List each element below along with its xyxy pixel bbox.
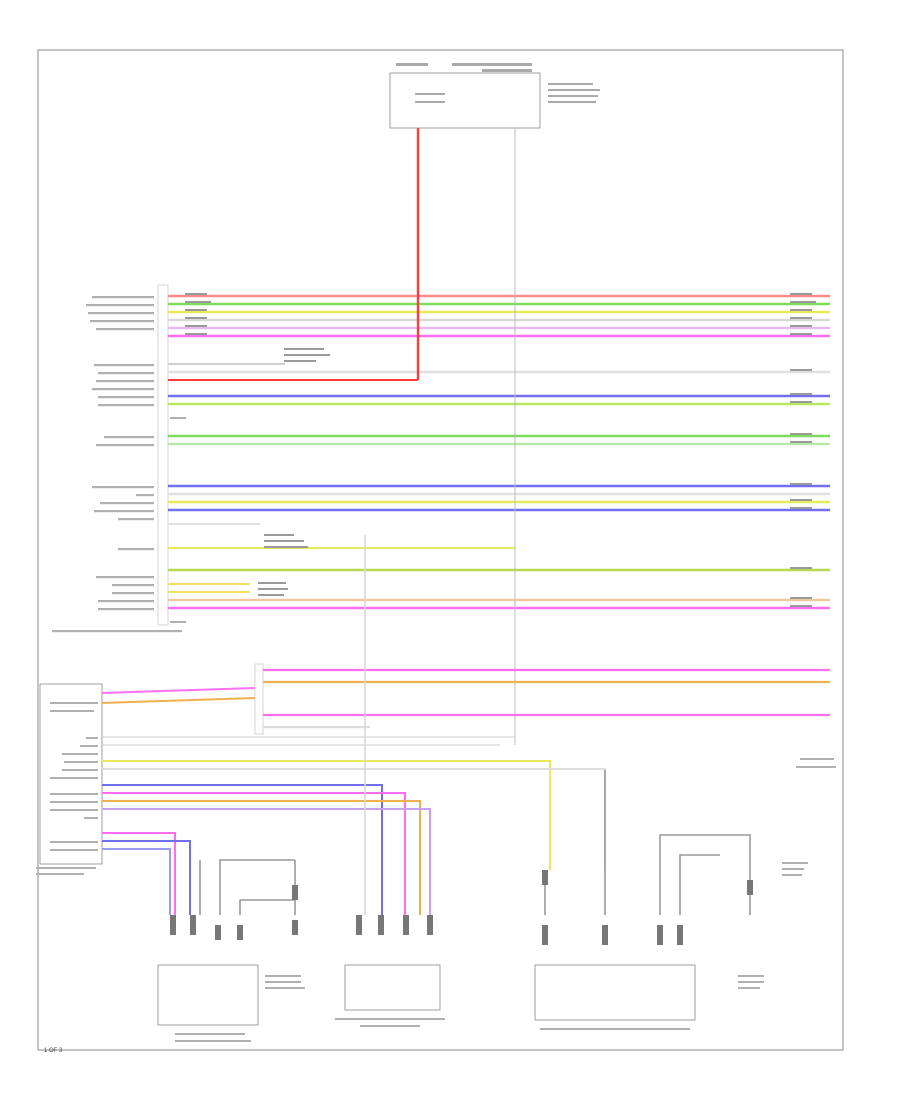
seat-module-labels	[36, 702, 98, 875]
short-wires	[168, 363, 515, 593]
drop-wires	[199, 535, 751, 915]
top-module-box	[389, 72, 541, 129]
bottom-component-boxes	[157, 964, 696, 1026]
mid-connector-wires	[263, 668, 830, 729]
mid-connector	[254, 663, 264, 735]
top-module-marks	[396, 63, 600, 103]
seat-module-box	[39, 683, 103, 865]
harness-wires	[168, 294, 830, 610]
seat-module-wires	[101, 687, 606, 915]
page-label: 1 OF 3	[44, 1048, 63, 1054]
bottom-component-labels	[175, 758, 836, 1042]
left-label-column	[52, 296, 186, 633]
left-connector-strip	[157, 284, 169, 626]
bottom-connectors	[170, 870, 753, 945]
wire-tags	[185, 293, 816, 607]
diagram-frame	[37, 49, 844, 1051]
